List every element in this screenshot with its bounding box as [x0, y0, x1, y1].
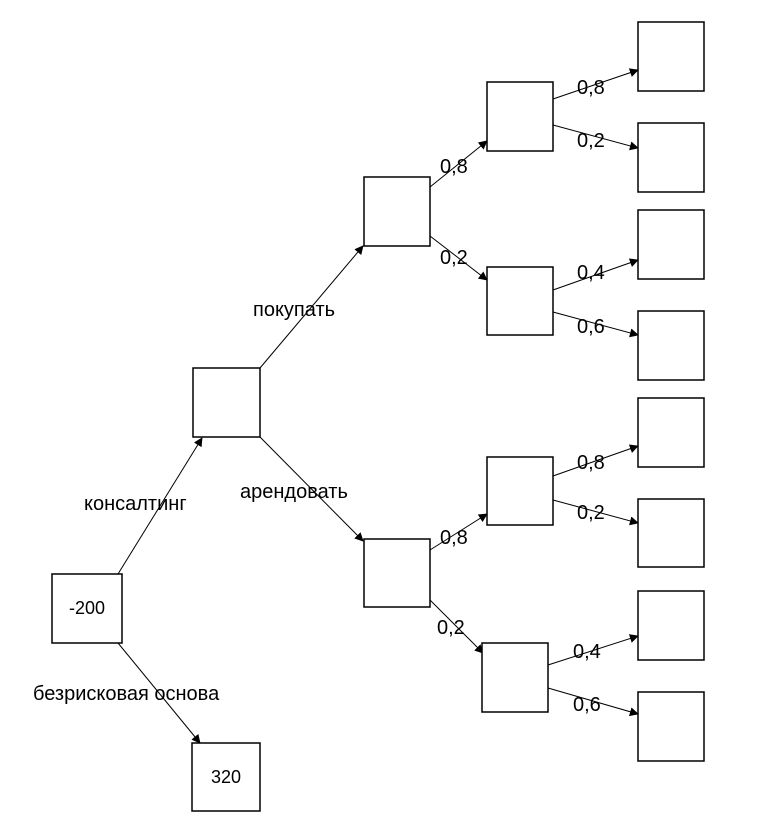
- edge-buy-low: [429, 235, 488, 281]
- label-leaf3-p: 0,4: [577, 262, 605, 284]
- label-riskfree-basis: безрисковая основа: [33, 683, 220, 705]
- leaf-node-4: [637, 310, 705, 381]
- edge-rent-low: [429, 599, 484, 654]
- label-leaf1-p: 0,8: [577, 77, 605, 99]
- label-buy: покупать: [253, 299, 335, 321]
- leaf-node-6: [637, 498, 705, 568]
- buy-node: [363, 176, 431, 247]
- root-node: [51, 573, 123, 644]
- leaf-node-3: [637, 209, 705, 280]
- edge-leaf3: [552, 258, 639, 291]
- label-consulting: консалтинг: [84, 493, 187, 515]
- root-node-value: -200: [69, 598, 105, 618]
- edge-leaf5: [552, 444, 639, 477]
- label-leaf5-p: 0,8: [577, 452, 605, 474]
- riskfree-node: [191, 742, 261, 812]
- edge-root-riskfree: [117, 642, 201, 744]
- label-leaf8-p: 0,6: [573, 694, 601, 716]
- riskfree-node-value: 320: [211, 767, 241, 787]
- label-buy-p-low: 0,2: [440, 247, 468, 269]
- rent-high-node: [486, 456, 554, 526]
- label-rent-p-low: 0,2: [437, 617, 465, 639]
- label-leaf4-p: 0,6: [577, 316, 605, 338]
- leaf-node-8: [637, 691, 705, 762]
- edge-buy-high: [429, 140, 488, 188]
- leaf-node-2: [637, 122, 705, 193]
- label-leaf7-p: 0,4: [573, 641, 601, 663]
- edge-consult-buy: [259, 245, 364, 369]
- edge-leaf1: [552, 68, 639, 100]
- leaf-node-5: [637, 397, 705, 468]
- edge-consult-rent: [259, 436, 364, 542]
- edge-leaf2: [552, 124, 639, 151]
- edge-leaf6: [552, 499, 639, 526]
- label-buy-p-high: 0,8: [440, 156, 468, 178]
- buy-low-node: [486, 266, 554, 336]
- rent-node: [363, 538, 431, 608]
- consult-node: [192, 367, 261, 438]
- buy-high-node: [486, 81, 554, 152]
- label-rent: арендовать: [240, 481, 348, 503]
- edge-leaf7: [547, 634, 639, 666]
- label-rent-p-high: 0,8: [440, 527, 468, 549]
- edge-leaf8: [547, 687, 639, 717]
- edge-leaf4: [552, 311, 639, 338]
- leaf-node-7: [637, 590, 705, 661]
- label-leaf6-p: 0,2: [577, 502, 605, 524]
- label-leaf2-p: 0,2: [577, 130, 605, 152]
- leaf-node-1: [637, 21, 705, 92]
- rent-low-node: [481, 642, 549, 713]
- edge-root-consult: [117, 437, 203, 575]
- edge-rent-high: [429, 513, 488, 551]
